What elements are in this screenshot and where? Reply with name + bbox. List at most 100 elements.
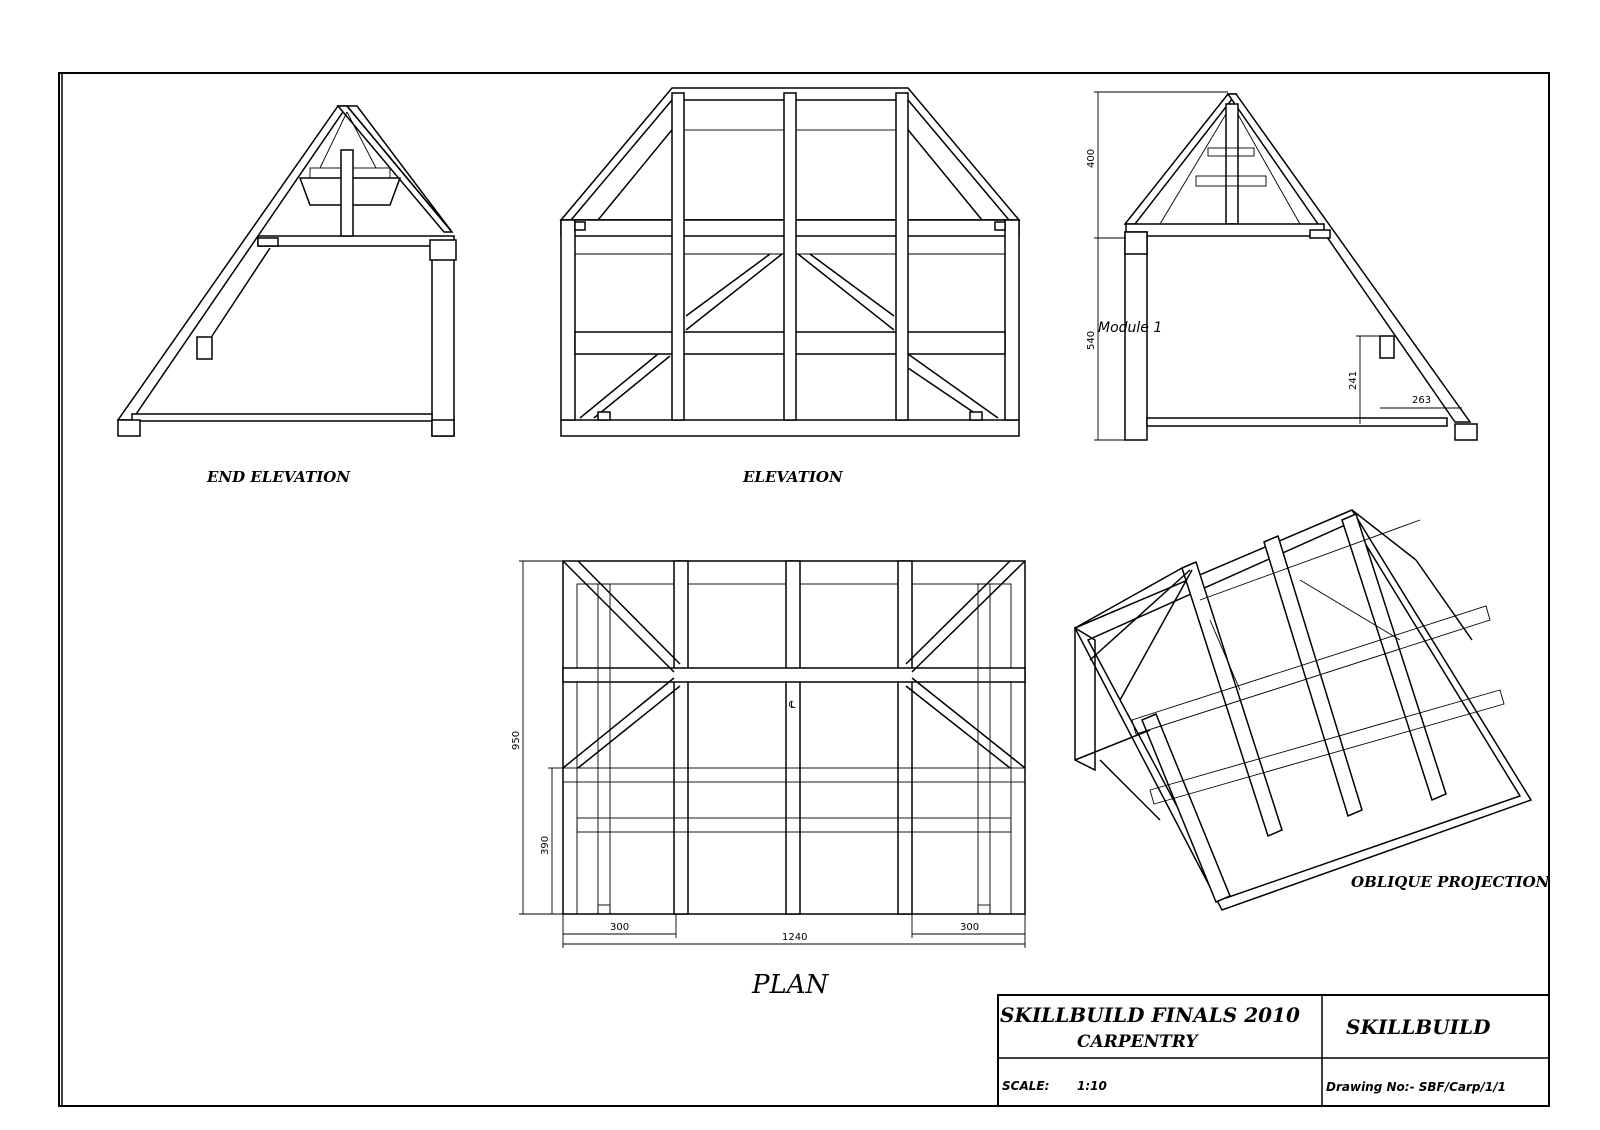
oblique-rafter-4	[1141, 713, 1231, 903]
hip-right	[899, 119, 983, 221]
side-collar	[1195, 175, 1267, 187]
stud-2	[783, 92, 797, 421]
oblique-hip-4	[1351, 509, 1417, 561]
oblique-end-sill	[1074, 729, 1151, 761]
strut-right	[346, 111, 377, 169]
dim-plan-width: 1240	[782, 932, 807, 943]
left-rafter	[116, 105, 349, 421]
tie-beam-end	[257, 237, 279, 247]
brace-d2	[907, 367, 983, 419]
brace-a2	[685, 253, 771, 317]
oblique-hip-3	[1119, 569, 1193, 701]
tie-beam	[257, 235, 455, 247]
oblique-roof-inner	[1086, 521, 1522, 899]
king-post	[340, 149, 354, 237]
oblique-hip-1	[1074, 567, 1183, 629]
oblique-collar	[1209, 619, 1241, 691]
stud-3	[895, 92, 909, 421]
oblique-rafter-3	[1341, 512, 1447, 802]
hip-left	[597, 119, 681, 221]
plan-joist-2	[785, 560, 801, 915]
title-block-brand: SKILLBUILD	[1346, 1015, 1491, 1039]
end-brace	[211, 247, 271, 337]
scale-value: 1:10	[1077, 1079, 1107, 1093]
plan-hip-br	[911, 677, 1026, 769]
title-block-frame	[997, 994, 1550, 1107]
oblique-rafter-1	[1181, 560, 1283, 838]
plan-rail-2	[576, 817, 1012, 833]
title-block	[997, 994, 1550, 1107]
wall-plate	[429, 239, 457, 261]
centre-line-symbol: ℄	[788, 700, 796, 711]
side-wall-plate	[1124, 231, 1148, 255]
dim-plan-right: 300	[960, 922, 979, 933]
scale-label: SCALE:	[1002, 1079, 1049, 1093]
brace-b2	[809, 253, 895, 317]
left-post	[560, 219, 576, 421]
side-left-rafter	[1123, 93, 1238, 225]
side-purlin-end	[1379, 335, 1395, 359]
side-collar-upper	[1207, 147, 1255, 157]
side-inner-rafter-l	[1159, 103, 1233, 225]
end-elevation-view	[116, 105, 457, 437]
elevation-label: ELEVATION	[742, 468, 844, 486]
plan-stud-l	[597, 583, 611, 915]
left-sill	[117, 419, 141, 437]
oblique-ridge	[1199, 519, 1421, 601]
title-block-subtitle: CARPENTRY	[1077, 1032, 1199, 1052]
oblique-hip-5	[1415, 559, 1473, 641]
oblique-purlin-1	[1131, 605, 1491, 735]
side-king-post	[1225, 103, 1239, 225]
plan-foot-l	[597, 904, 611, 915]
foot-l	[597, 411, 611, 421]
plan-hip-tl	[562, 560, 675, 673]
dim-brace-height: 241	[1348, 371, 1359, 390]
dim-wall-height: 540	[1086, 331, 1097, 350]
title-block-title: SKILLBUILD FINALS 2010	[1000, 1003, 1300, 1027]
foot-r	[969, 411, 983, 421]
strut-left	[319, 111, 348, 169]
joint-r	[994, 221, 1006, 231]
brace-c	[579, 353, 659, 419]
dim-brace-offset: 263	[1412, 395, 1431, 406]
right-sill	[431, 419, 455, 437]
module-label: Module 1	[1098, 320, 1162, 336]
plan-hip-bl2	[577, 685, 681, 769]
floor-beam	[131, 413, 433, 422]
plan-hip-tr2	[905, 560, 1011, 665]
roof-bay-1	[683, 129, 785, 221]
side-right-rafter	[1226, 93, 1472, 423]
oblique-rafter-2	[1263, 534, 1363, 818]
oblique-label: OBLIQUE PROJECTION	[1351, 873, 1551, 891]
elevation-view	[559, 87, 1021, 437]
plan-view	[519, 560, 1026, 948]
plan-hip-bl	[562, 677, 675, 769]
drawing-number: Drawing No:- SBF/Carp/1/1	[1326, 1080, 1506, 1094]
brace-c2	[593, 355, 671, 419]
right-post	[1004, 219, 1020, 421]
plan-rail-1	[562, 767, 1026, 783]
dim-plan-partial: 390	[540, 836, 551, 855]
oblique-projection-view	[1073, 509, 1533, 911]
end-elevation-label: END ELEVATION	[206, 468, 351, 486]
side-tie-end	[1309, 229, 1331, 239]
plan-hip-tr	[911, 560, 1026, 673]
brace-b	[797, 253, 895, 331]
plan-joist-3	[897, 560, 913, 915]
oblique-end-brace	[1099, 759, 1161, 821]
side-elevation-view	[1094, 91, 1478, 441]
dim-roof-height: 400	[1086, 149, 1097, 168]
plan-label: PLAN	[751, 970, 830, 1000]
plan-hip-br2	[905, 685, 1011, 769]
oblique-end-post	[1074, 626, 1096, 772]
oblique-purlin-2	[1149, 689, 1505, 805]
plan-stud-r	[977, 583, 991, 915]
oblique-collar-2	[1299, 579, 1401, 641]
sheet-border	[58, 72, 1550, 1107]
oblique-hip-2	[1089, 569, 1191, 661]
stud-1	[671, 92, 685, 421]
purlin-end	[196, 336, 213, 360]
side-tie-beam	[1125, 223, 1325, 237]
right-rafter-upper	[336, 105, 454, 233]
